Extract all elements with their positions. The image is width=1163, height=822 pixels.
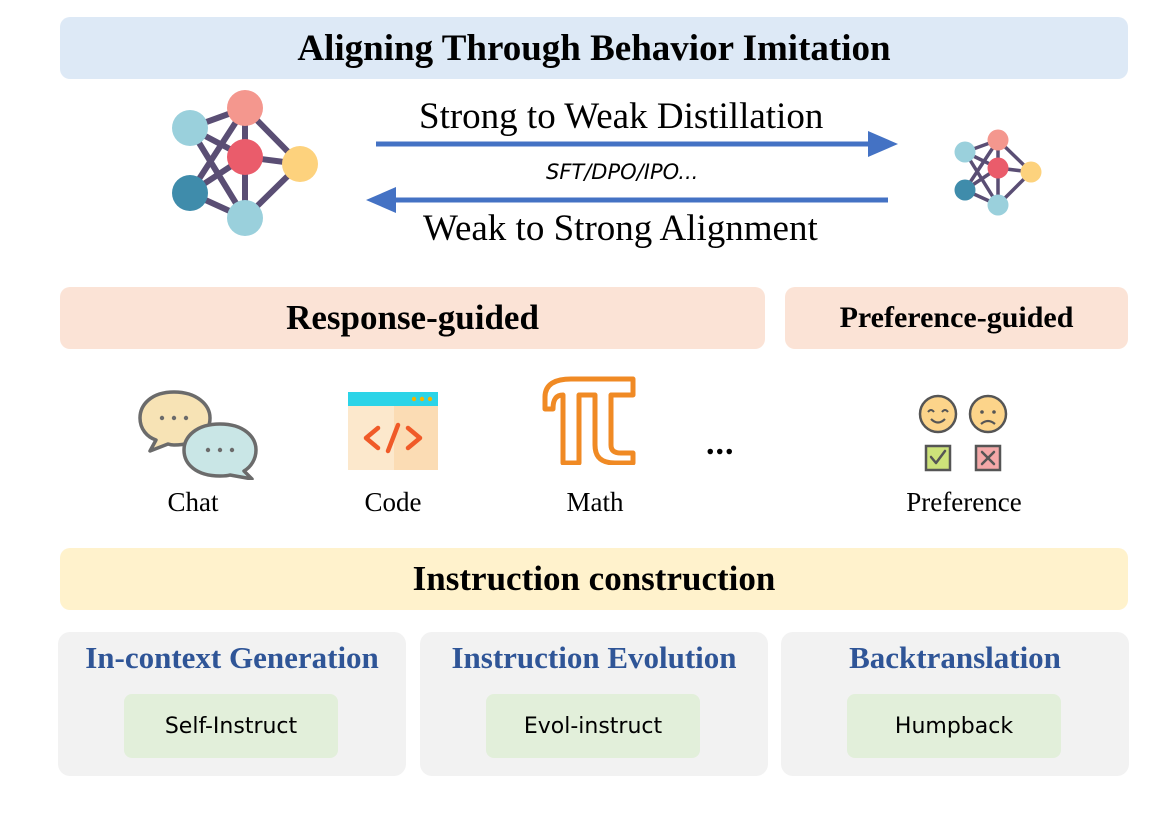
- chat-bubbles-icon: [138, 390, 258, 480]
- more-items-ellipsis: ...: [706, 425, 735, 462]
- method-example: Self-Instruct: [124, 694, 338, 758]
- strong-to-weak-label: Strong to Weak Distillation: [419, 96, 824, 137]
- weak-model-network-icon: [954, 129, 1042, 216]
- code-window-icon: [348, 392, 438, 470]
- main-title: Aligning Through Behavior Imitation: [297, 27, 891, 69]
- strong-model-network-icon: [172, 90, 318, 236]
- math-caption: Math: [566, 487, 624, 517]
- preference-caption: Preference: [906, 487, 1022, 517]
- instruction-construction-banner: Instruction construction: [60, 548, 1128, 610]
- pi-icon: [542, 376, 636, 465]
- weak-to-strong-label: Weak to Strong Alignment: [423, 208, 818, 249]
- main-title-banner: Aligning Through Behavior Imitation: [60, 17, 1128, 79]
- distillation-arrow: [376, 131, 898, 157]
- method-example: Evol-instruct: [486, 694, 700, 758]
- preference-guided-banner: Preference-guided: [785, 287, 1128, 349]
- method-panel-backtranslation: Backtranslation Humpback: [781, 632, 1129, 776]
- instruction-construction-title: Instruction construction: [412, 559, 776, 598]
- method-panel-in-context: In-context Generation Self-Instruct: [58, 632, 406, 776]
- method-title: Instruction Evolution: [451, 640, 737, 675]
- code-caption: Code: [364, 487, 422, 517]
- response-guided-banner: Response-guided: [60, 287, 765, 349]
- preference-guided-title: Preference-guided: [839, 301, 1074, 334]
- method-title: Backtranslation: [849, 640, 1061, 675]
- methods-label: SFT/DPO/IPO...: [546, 160, 699, 184]
- alignment-arrow: [366, 187, 888, 213]
- method-example: Humpback: [847, 694, 1061, 758]
- happy-sad-faces-icon: [918, 394, 1008, 472]
- chat-caption: Chat: [167, 487, 219, 517]
- method-title: In-context Generation: [85, 640, 379, 675]
- response-guided-title: Response-guided: [286, 298, 539, 337]
- method-panel-evolution: Instruction Evolution Evol-instruct: [420, 632, 768, 776]
